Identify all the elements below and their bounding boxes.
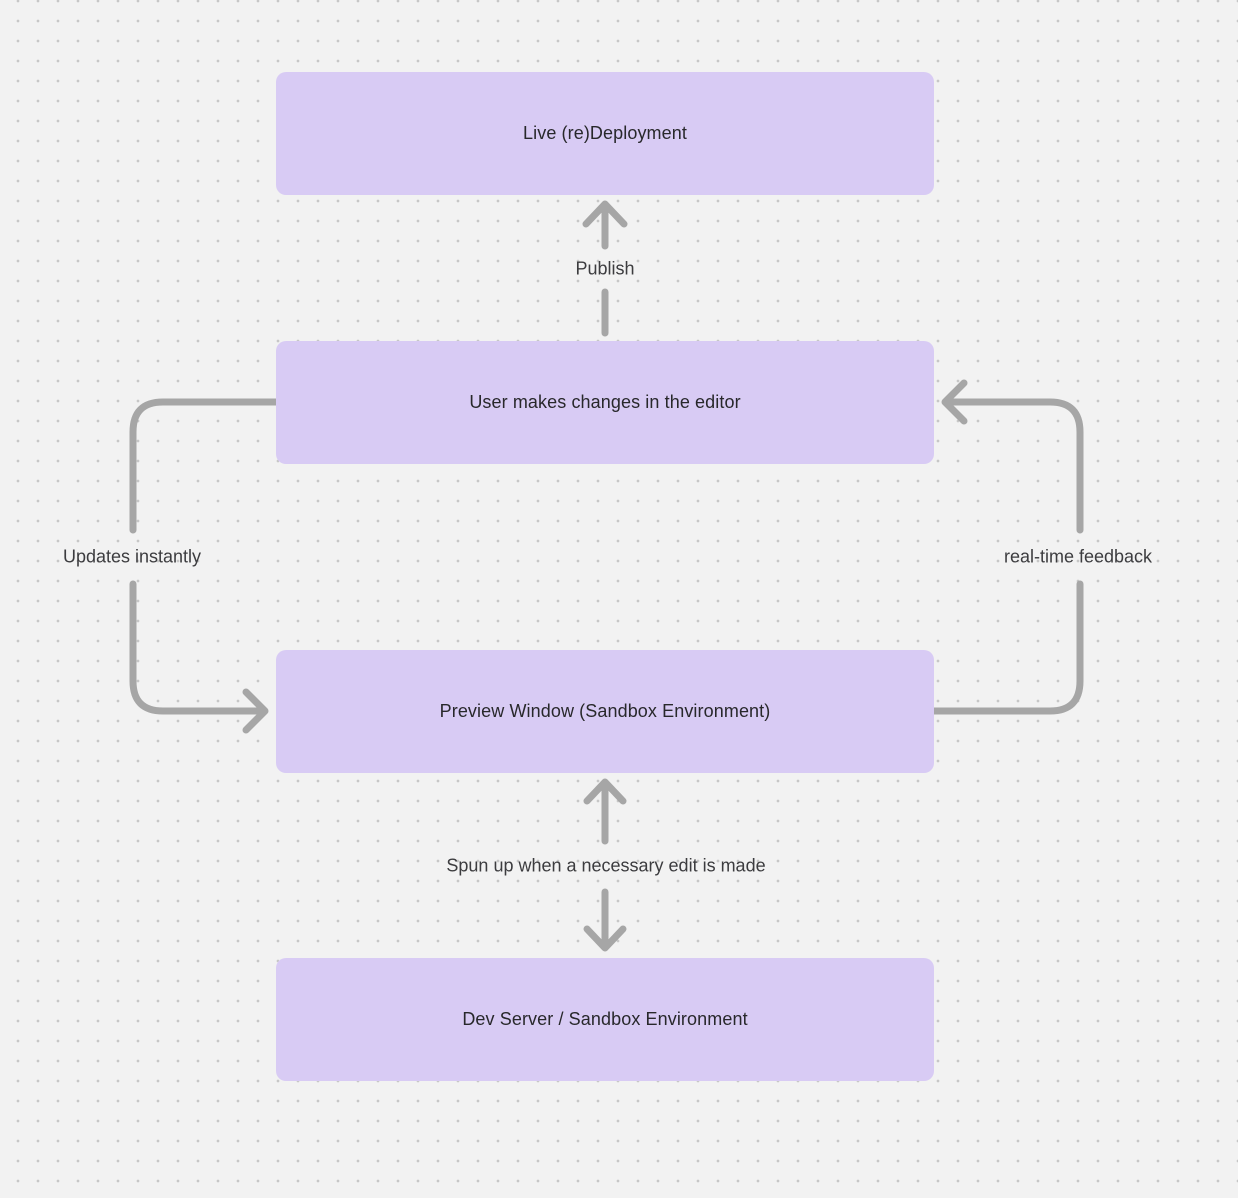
feedback-arrowhead-left-icon [941, 379, 968, 425]
edge-updates-instantly[interactable] [129, 398, 280, 734]
publish-arrowhead-up-icon [582, 200, 628, 228]
edge-label-real-time-feedback[interactable]: real-time feedback [1003, 546, 1153, 567]
node-preview-window[interactable]: Preview Window (Sandbox Environment) [276, 650, 934, 773]
node-preview-window-label: Preview Window (Sandbox Environment) [439, 701, 771, 721]
node-dev-server-label: Dev Server / Sandbox Environment [462, 1009, 748, 1029]
updates-arrowhead-right-icon [242, 688, 269, 734]
node-user-changes-label: User makes changes in the editor [469, 392, 741, 412]
spunup-arrowhead-down-icon [583, 925, 627, 952]
edge-label-publish[interactable]: Publish [575, 258, 635, 279]
node-user-changes[interactable]: User makes changes in the editor [276, 341, 934, 464]
node-dev-server[interactable]: Dev Server / Sandbox Environment [276, 958, 934, 1081]
node-live-redeployment[interactable]: Live (re)Deployment [276, 72, 934, 195]
edge-label-spun-up[interactable]: Spun up when a necessary edit is made [446, 855, 766, 876]
feedback-arrow-lower-path [930, 580, 1084, 715]
edge-real-time-feedback[interactable] [930, 379, 1084, 715]
feedback-arrow-upper-path [946, 398, 1084, 534]
edge-label-updates-instantly[interactable]: Updates instantly [62, 546, 202, 567]
edge-spun-up[interactable] [583, 778, 627, 952]
updates-arrow-upper-path [129, 398, 280, 534]
node-live-redeployment-label: Live (re)Deployment [523, 123, 687, 143]
edge-publish[interactable] [582, 200, 628, 337]
updates-arrow-lower-path [129, 580, 264, 715]
spunup-arrowhead-up-icon [583, 778, 627, 805]
